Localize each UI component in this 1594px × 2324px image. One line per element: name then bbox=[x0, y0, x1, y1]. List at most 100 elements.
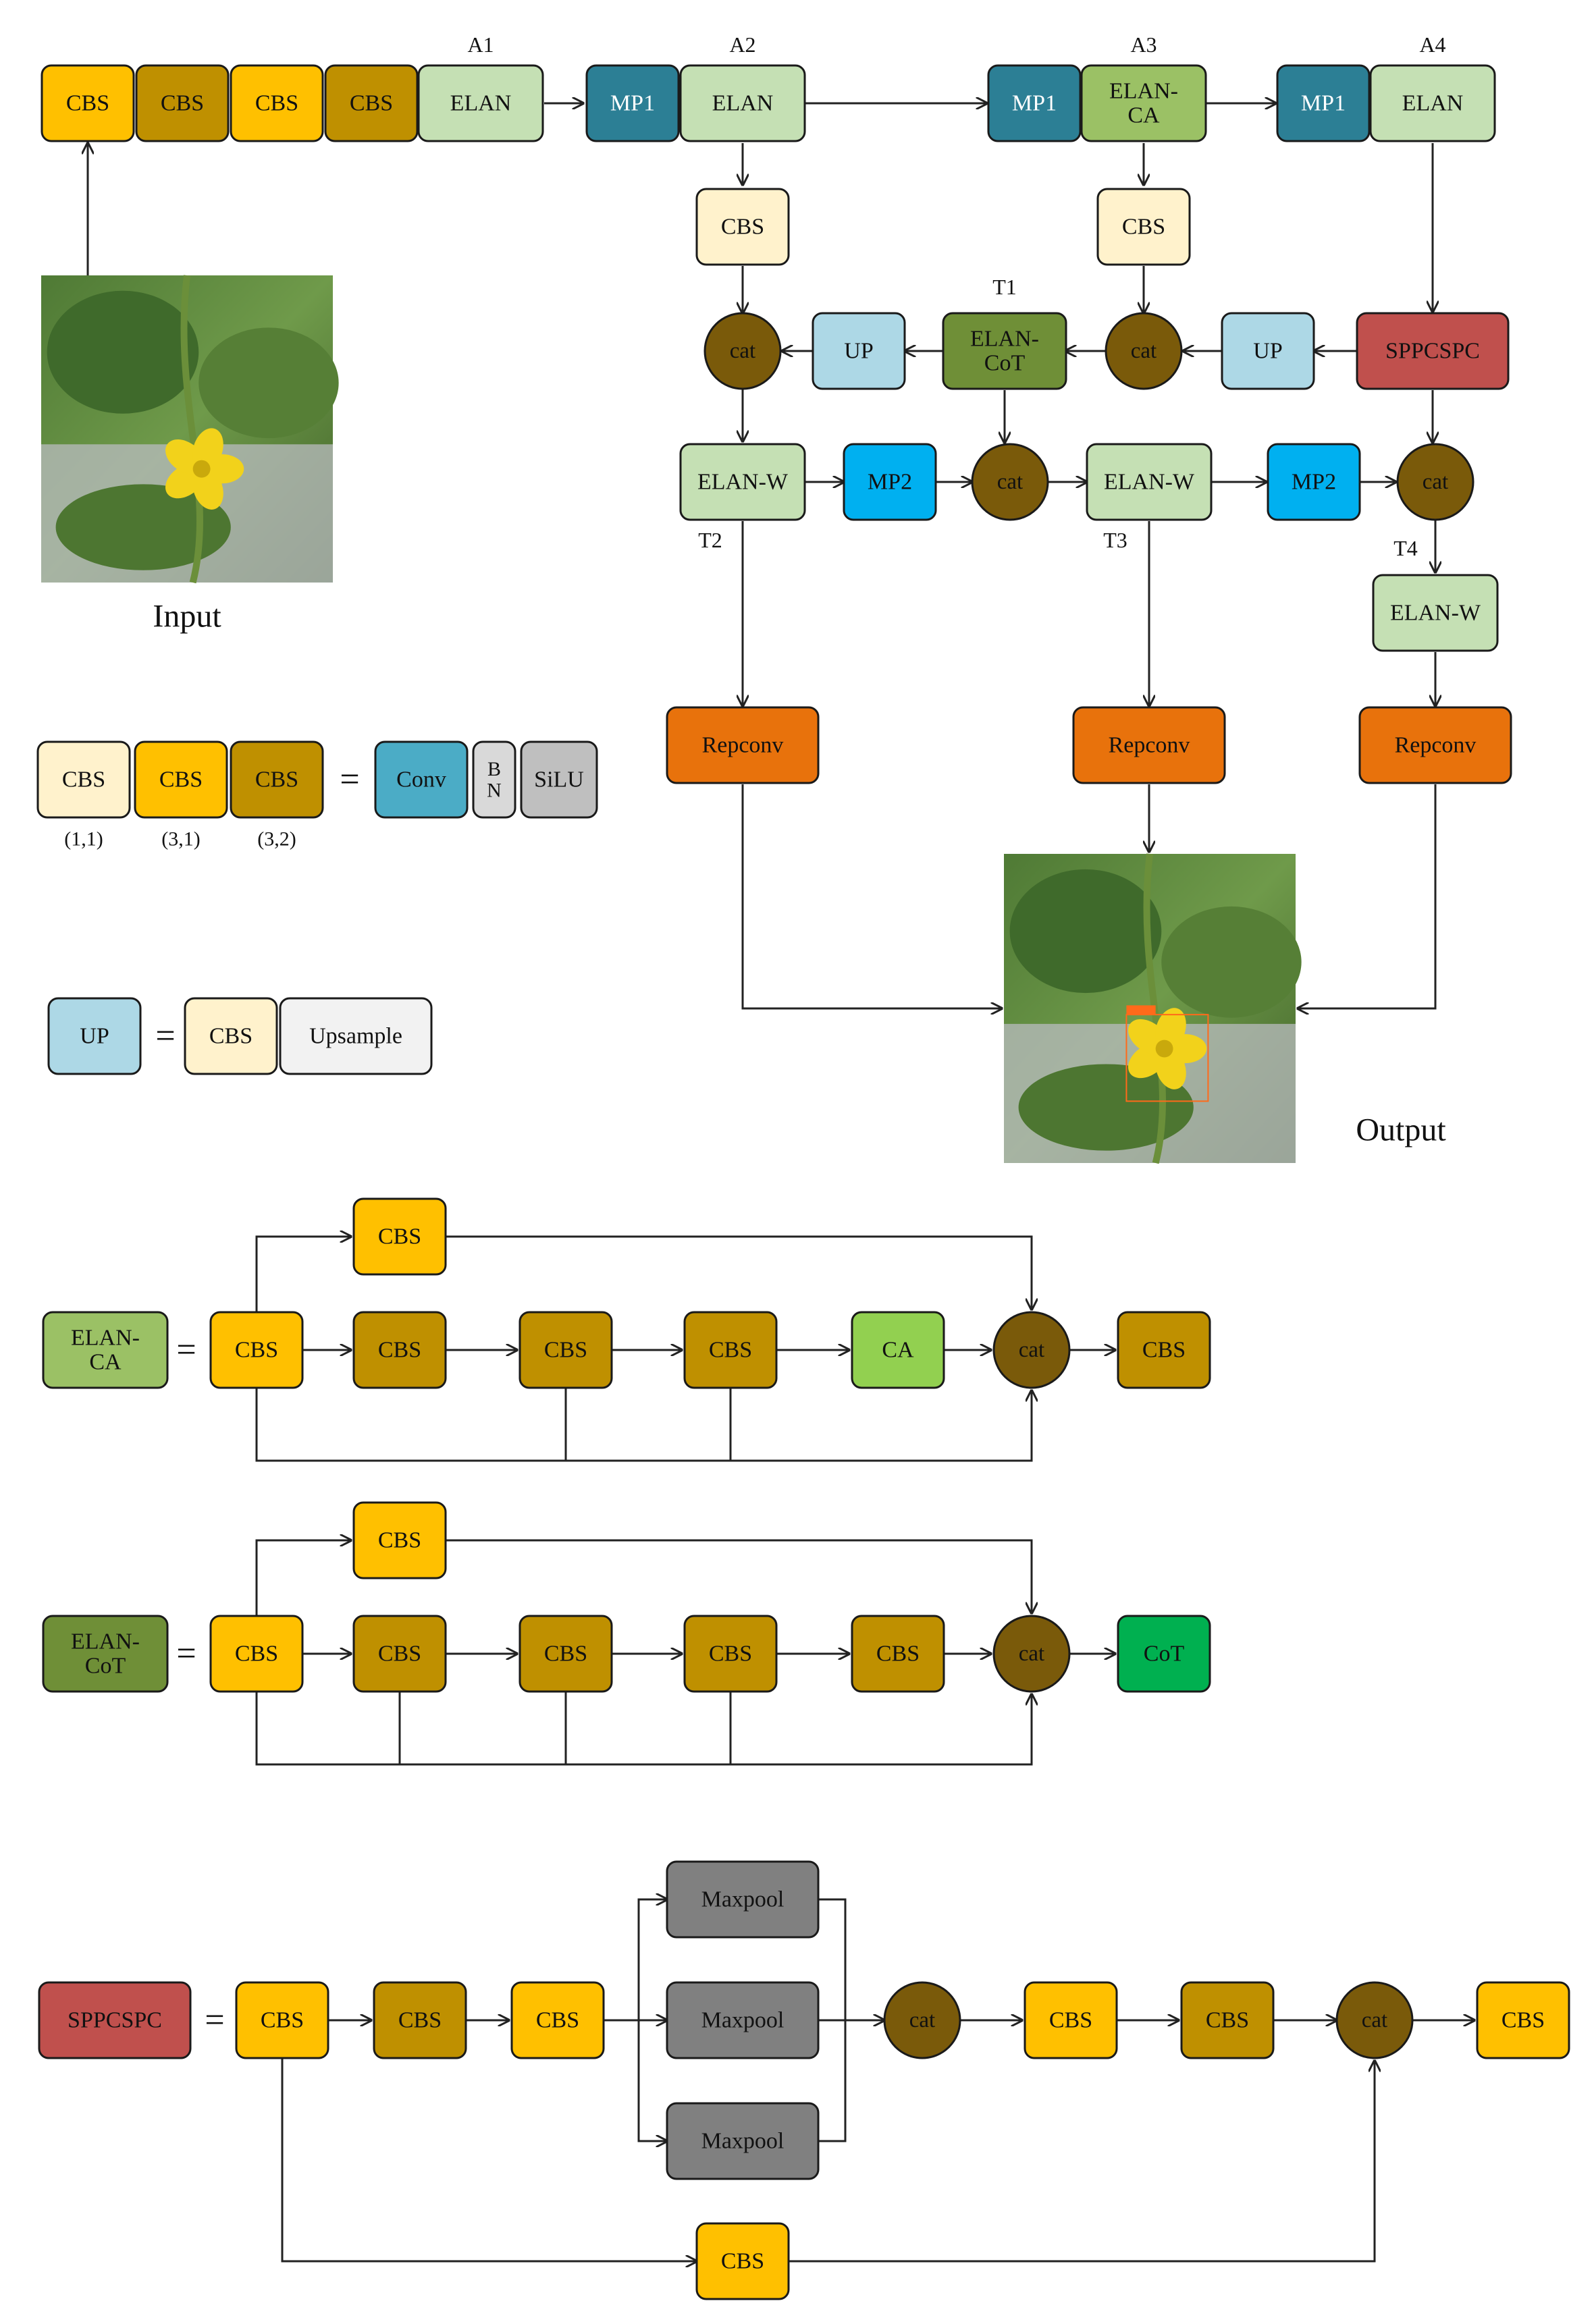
backbone-mp1-1-label: MP1 bbox=[610, 91, 655, 116]
tag-t3: T3 bbox=[1103, 528, 1127, 552]
sppcspc-maxpool-3-label: Maxpool bbox=[701, 2129, 785, 2154]
neck-cat-3 bbox=[971, 443, 1049, 521]
neck-cbs-a2-label: CBS bbox=[721, 215, 764, 240]
elan-cot-detail-cbs-2 bbox=[352, 1615, 447, 1693]
legend-silu-label: SiLU bbox=[534, 767, 584, 792]
sppcspc-maxpool-2-label: Maxpool bbox=[701, 2008, 785, 2033]
elan-ca-detail-cbs-3 bbox=[519, 1311, 613, 1389]
sppcspc-cbs-5 bbox=[1180, 1981, 1275, 2059]
sppcspc-maxpool-2 bbox=[666, 1981, 820, 2059]
sppcspc-legend-block bbox=[38, 1981, 192, 2059]
neck-cbs-a2 bbox=[695, 188, 790, 266]
elan-cot-detail-cbs-3-label: CBS bbox=[544, 1642, 587, 1667]
neck-cat-1 bbox=[703, 312, 782, 390]
head-repconv-1-label: Repconv bbox=[702, 733, 784, 758]
elan-ca-detail-cbs-4 bbox=[683, 1311, 778, 1389]
neck-sppcspc bbox=[1356, 312, 1510, 390]
elan-cot-detail-cbs-top bbox=[352, 1501, 447, 1579]
backbone-mp1-2-label: MP1 bbox=[1012, 91, 1057, 116]
neck-up-1 bbox=[1221, 312, 1315, 390]
backbone-cbs-2-label: CBS bbox=[161, 91, 204, 116]
neck-elan-cot-t1 bbox=[942, 312, 1067, 390]
sppcspc-cbs-4 bbox=[1024, 1981, 1118, 2059]
elan-ca-detail-cbs-3-label: CBS bbox=[544, 1338, 587, 1363]
neck-elan-w-t4 bbox=[1372, 574, 1499, 652]
elan-ca-detail-block-label-1: ELAN- bbox=[71, 1326, 140, 1351]
sppcspc-cat-2-label: cat bbox=[1362, 2008, 1387, 2032]
head-repconv-3-label: Repconv bbox=[1395, 733, 1477, 758]
backbone-mp1-3 bbox=[1276, 64, 1371, 142]
legend-cbs-31 bbox=[134, 740, 228, 819]
neck-sppcspc-label: SPPCSPC bbox=[1385, 339, 1480, 364]
backbone-elan-a4-label: ELAN bbox=[1402, 91, 1464, 116]
neck-elan-w-t2-label: ELAN-W bbox=[697, 470, 789, 495]
backbone-elan-a2 bbox=[679, 64, 806, 142]
sppcspc-cat-1 bbox=[883, 1981, 961, 2059]
tag-a2: A2 bbox=[729, 32, 755, 57]
sppcspc-cbs-1-label: CBS bbox=[261, 2008, 304, 2033]
elan-ca-detail-cat bbox=[992, 1311, 1071, 1389]
elan-cot-detail-cbs-4-label: CBS bbox=[709, 1642, 752, 1667]
sppcspc-cbs-bottom bbox=[695, 2222, 790, 2300]
tag-a4: A4 bbox=[1419, 32, 1445, 57]
neck-cbs-a3 bbox=[1096, 188, 1191, 266]
elan-cot-detail-equals: = bbox=[176, 1635, 196, 1673]
backbone-mp1-2 bbox=[987, 64, 1082, 142]
head-repconv-3 bbox=[1358, 706, 1512, 784]
elan-cot-detail-mid-label: CBS bbox=[876, 1642, 920, 1667]
elan-ca-detail-block bbox=[42, 1311, 169, 1389]
backbone-cbs-4 bbox=[324, 64, 419, 142]
backbone-cbs-2 bbox=[135, 64, 230, 142]
kernel-label-31: (3,1) bbox=[161, 828, 200, 850]
elan-cot-detail-cbs-1-label: CBS bbox=[235, 1642, 278, 1667]
elan-ca-detail-cbs-1-label: CBS bbox=[235, 1338, 278, 1363]
legend-cbs-32-label: CBS bbox=[255, 767, 298, 792]
connector-lines bbox=[88, 103, 1475, 2261]
elan-ca-detail-mid bbox=[851, 1311, 945, 1389]
legend-conv bbox=[374, 740, 469, 819]
legend-bn-label-1: B bbox=[487, 758, 501, 780]
legend-silu bbox=[520, 740, 598, 819]
backbone-elan-a2-label: ELAN bbox=[712, 91, 774, 116]
legend-up-label: UP bbox=[80, 1024, 109, 1049]
legend-bn-label-2: N bbox=[487, 779, 502, 801]
input-image: cucumber-flower-photo bbox=[41, 275, 339, 584]
kernel-label-32: (3,2) bbox=[257, 828, 296, 850]
legend-bn bbox=[472, 740, 516, 819]
sppcspc-equals: = bbox=[205, 2001, 224, 2040]
elan-cot-detail-tail-label: CoT bbox=[1144, 1642, 1185, 1667]
backbone-elan-ca-a3-label-1: ELAN- bbox=[1109, 79, 1178, 104]
tag-a3: A3 bbox=[1130, 32, 1157, 57]
tag-a1: A1 bbox=[467, 32, 494, 57]
elan-ca-detail-cbs-4-label: CBS bbox=[709, 1338, 752, 1363]
legend-equals-cbs: = bbox=[340, 761, 359, 799]
tag-t2: T2 bbox=[698, 528, 722, 552]
elan-cot-detail-cbs-top-label: CBS bbox=[378, 1528, 421, 1553]
neck-mp2-2-label: MP2 bbox=[1292, 470, 1336, 495]
kernel-label-11: (1,1) bbox=[64, 828, 103, 850]
backbone-cbs-4-label: CBS bbox=[350, 91, 393, 116]
elan-cot-detail-tail bbox=[1117, 1615, 1211, 1693]
neck-cat-4-label: cat bbox=[1423, 470, 1448, 494]
backbone-cbs-3-label: CBS bbox=[255, 91, 298, 116]
elan-ca-detail-cbs-top bbox=[352, 1197, 447, 1276]
backbone-elan-a1-label: ELAN bbox=[450, 91, 512, 116]
output-image: cucumber-flower-detection-photo bbox=[1004, 853, 1302, 1164]
legend-cbs-32 bbox=[230, 740, 324, 819]
neck-mp2-1-label: MP2 bbox=[868, 470, 912, 495]
legend-cbs-11-label: CBS bbox=[62, 767, 105, 792]
elan-ca-detail-cbs-2 bbox=[352, 1311, 447, 1389]
head-repconv-2-label: Repconv bbox=[1109, 733, 1190, 758]
sppcspc-cbs-5-label: CBS bbox=[1206, 2008, 1249, 2033]
sppcspc-cbs-bottom-label: CBS bbox=[721, 2249, 764, 2274]
sppcspc-cbs-1 bbox=[235, 1981, 329, 2059]
elan-cot-detail-cbs-2-label: CBS bbox=[378, 1642, 421, 1667]
legend-cbs-11 bbox=[36, 740, 131, 819]
sppcspc-cbs-6-label: CBS bbox=[1502, 2008, 1545, 2033]
neck-cat-1-label: cat bbox=[730, 339, 755, 363]
neck-elan-w-t3 bbox=[1086, 443, 1213, 521]
sppcspc-maxpool-1-label: Maxpool bbox=[701, 1887, 785, 1912]
